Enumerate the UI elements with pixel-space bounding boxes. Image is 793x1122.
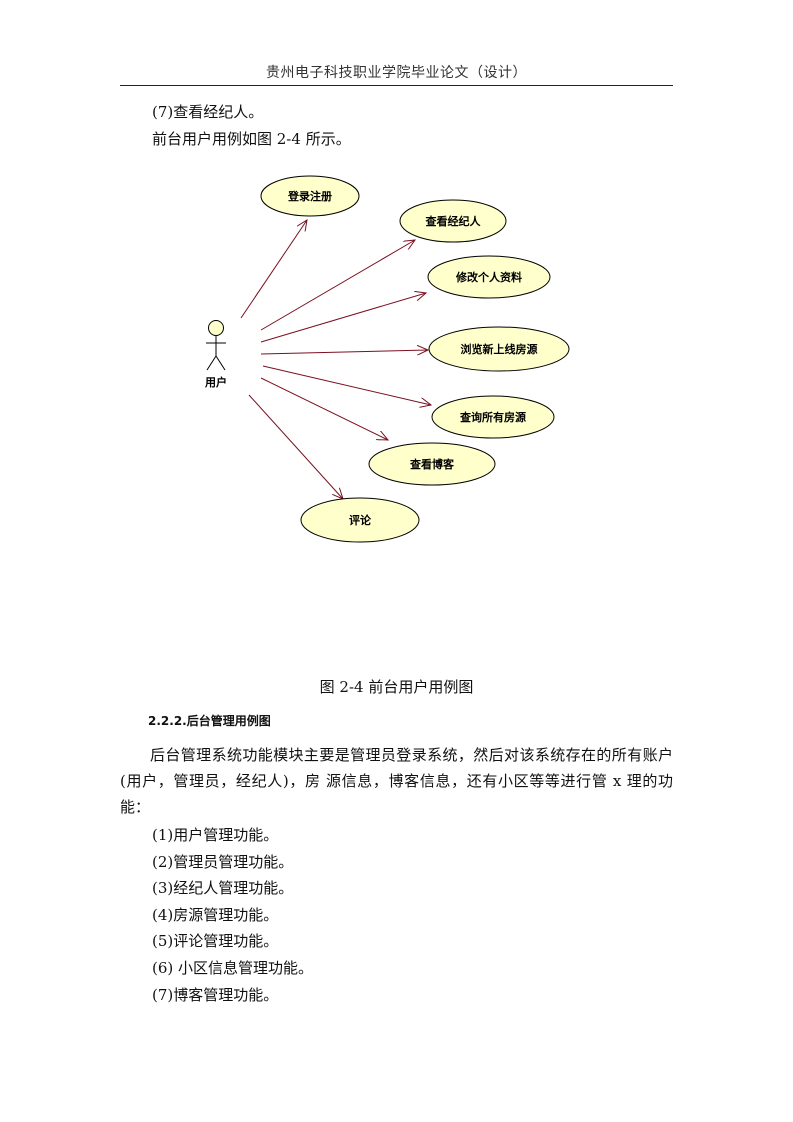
use-case-login <box>260 175 360 217</box>
figure-caption: 图 2-4 前台用户用例图 <box>319 678 474 696</box>
association-login <box>240 220 307 319</box>
header-rule <box>120 85 673 86</box>
use-case-comment <box>300 497 420 543</box>
association-lines <box>240 220 431 499</box>
intro-item-7: (7)查看经纪人。 <box>152 103 264 121</box>
association-agent <box>260 240 415 331</box>
section-heading: 2.2.2.后台管理用例图 <box>148 714 271 728</box>
association-all-listings <box>262 365 431 405</box>
actor-user-icon <box>206 320 226 371</box>
use-case-search-all <box>431 395 555 439</box>
section-paragraph: 后台管理系统功能模块主要是管理员登录系统，然后对该系统存在的所有账户(用户，管理… <box>120 746 673 816</box>
use-case-browse-new <box>428 326 570 372</box>
function-list: (1)用户管理功能。 (2)管理员管理功能。 (3)经纪人管理功能。 (4)房源… <box>152 822 313 1008</box>
list-item: (4)房源管理功能。 <box>152 905 279 924</box>
actor-label: 用户 <box>205 375 227 389</box>
use-case-edit-profile-label: 修改个人资料 <box>455 270 522 284</box>
list-item: (3)经纪人管理功能。 <box>152 879 294 898</box>
use-case-view-blog <box>368 442 496 486</box>
association-new-listings <box>260 350 428 354</box>
page-header: 贵州电子科技职业学院毕业论文（设计） <box>266 65 527 81</box>
list-item: (6) 小区信息管理功能。 <box>152 958 314 977</box>
use-case-search-all-label: 查询所有房源 <box>460 410 526 424</box>
use-case-view-agent <box>399 199 507 243</box>
list-item: (2)管理员管理功能。 <box>152 852 294 871</box>
use-case-edit-profile <box>427 255 551 299</box>
association-blog <box>260 377 388 440</box>
use-case-view-agent-label: 查看经纪人 <box>426 214 482 228</box>
association-comment <box>248 394 343 499</box>
use-case-diagram: 用户 登录注册 查看经纪人 修改个人资料 浏览新上线房源 查询所有房源 查看博客… <box>205 175 570 543</box>
use-case-comment-label: 评论 <box>349 513 372 527</box>
list-item: (7)博客管理功能。 <box>152 985 279 1004</box>
use-case-browse-new-label: 浏览新上线房源 <box>461 342 538 356</box>
use-case-login-label: 登录注册 <box>287 189 332 203</box>
figure-reference: 前台用户用例如图 2-4 所示。 <box>152 130 351 148</box>
list-item: (1)用户管理功能。 <box>152 826 279 844</box>
use-case-view-blog-label: 查看博客 <box>410 457 455 471</box>
association-profile <box>260 293 426 343</box>
list-item: (5)评论管理功能。 <box>152 932 279 951</box>
